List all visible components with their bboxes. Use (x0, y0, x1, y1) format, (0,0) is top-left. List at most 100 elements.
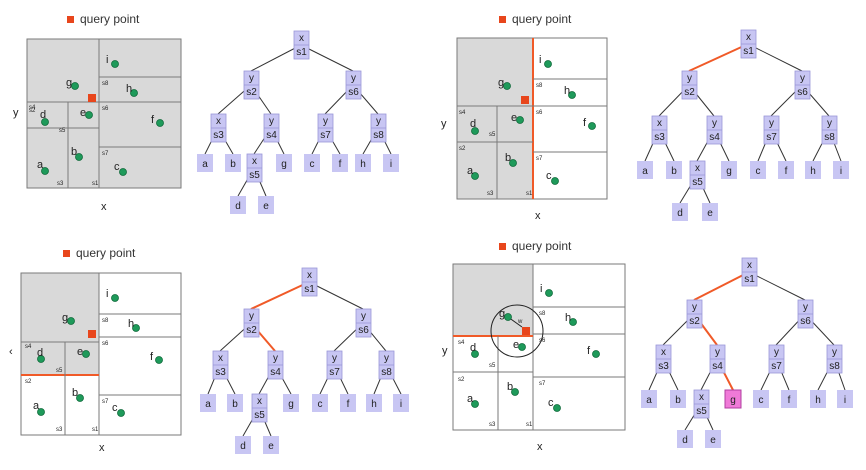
point-e: e (80, 107, 93, 119)
tree-leaf-a: a (197, 154, 213, 172)
svg-text:s8: s8 (829, 361, 840, 372)
svg-text:d: d (470, 118, 476, 130)
tree-node-s3: xs3 (651, 115, 668, 145)
svg-text:c: c (548, 397, 554, 409)
legend: query point (67, 12, 140, 26)
svg-text:x: x (218, 353, 223, 364)
tree-leaf-g: g (721, 161, 737, 179)
tree-leaf-d: d (235, 436, 251, 454)
tree-node-s7: ys7 (768, 344, 785, 374)
tree-leaf-f: f (340, 394, 356, 412)
tree-node-s2: ys2 (681, 70, 698, 100)
point-b: b (505, 152, 517, 167)
svg-text:a: a (202, 159, 208, 170)
svg-text:b: b (505, 152, 511, 164)
svg-text:h: h (565, 312, 571, 324)
tree-node-s6: y s6 (794, 70, 811, 100)
svg-text:g: g (726, 166, 732, 177)
point-i: i (106, 288, 119, 302)
plane: s1 s2 s3 s4 s5 s6 s7 s8 a b c d e f g h … (20, 272, 182, 436)
y-axis-label: y (13, 107, 19, 119)
svg-text:s1: s1 (296, 47, 307, 58)
panel-svg: query point s1 s2 s3 s4 s5 s6 s7 s8 a b (9, 246, 409, 454)
svg-text:y: y (273, 353, 278, 364)
y-axis-label: ‹ (9, 346, 13, 358)
svg-text:a: a (467, 393, 474, 405)
plane-border (452, 263, 626, 431)
svg-text:y: y (323, 116, 328, 127)
tree-leaf-i: i (383, 154, 399, 172)
tree-leaf-f: f (332, 154, 348, 172)
point-b: b (71, 146, 83, 161)
split-label-s4: s4 (29, 105, 36, 111)
svg-text:s5: s5 (254, 410, 265, 421)
point-i: i (539, 54, 552, 68)
tree-node-s2: ys2 (243, 70, 260, 100)
svg-text:c: c (756, 166, 761, 177)
point-c: c (112, 402, 125, 417)
svg-text:i: i (106, 54, 108, 66)
point-f: f (150, 351, 163, 364)
svg-text:f: f (347, 399, 350, 410)
point-h: h (128, 318, 140, 332)
split-label-s1: s1 (526, 191, 533, 197)
svg-text:d: d (240, 441, 246, 452)
tree-leaf-g: g (276, 154, 292, 172)
tree-leaf-b: b (666, 161, 682, 179)
svg-text:x: x (747, 260, 752, 271)
tree-edge (250, 44, 302, 72)
svg-text:y: y (803, 302, 808, 313)
legend-label: query point (76, 246, 136, 260)
svg-text:g: g (66, 77, 72, 89)
tree-edge (250, 281, 310, 310)
svg-text:b: b (675, 395, 681, 406)
tree-leaf-e: e (263, 436, 279, 454)
svg-text:h: h (810, 166, 816, 177)
svg-text:s4: s4 (270, 367, 281, 378)
point-h: h (126, 83, 138, 97)
svg-text:s6: s6 (797, 87, 808, 98)
svg-text:y: y (800, 73, 805, 84)
svg-text:h: h (126, 83, 132, 95)
split-label-s8: s8 (102, 81, 109, 87)
svg-text:a: a (33, 400, 40, 412)
svg-text:x: x (299, 33, 304, 44)
active-region (21, 273, 99, 375)
svg-text:h: h (360, 159, 366, 170)
split-label-s6: s6 (102, 341, 109, 347)
svg-text:s2: s2 (246, 87, 257, 98)
svg-text:e: e (268, 441, 274, 452)
svg-text:s1: s1 (744, 274, 755, 285)
svg-text:s2: s2 (246, 325, 257, 336)
svg-text:y: y (687, 73, 692, 84)
panel-step-1: query point s1 s2 s3 s4 s5 s6 s7 s8 a b … (0, 0, 433, 235)
plane-area (26, 38, 182, 189)
tree-leaf-h: h (810, 390, 826, 408)
svg-text:g: g (288, 399, 294, 410)
svg-text:c: c (546, 170, 552, 182)
point-c: c (114, 161, 127, 176)
svg-text:s6: s6 (800, 316, 811, 327)
tree-leaf-c: c (750, 161, 766, 179)
point-h: h (564, 85, 576, 99)
svg-text:b: b (71, 146, 77, 158)
legend-marker (499, 243, 506, 250)
tree-node-s4: ys4 (709, 344, 726, 374)
svg-text:a: a (37, 159, 44, 171)
svg-text:f: f (583, 117, 587, 129)
tree-leaf-i: i (837, 390, 853, 408)
svg-text:s7: s7 (771, 361, 782, 372)
svg-text:a: a (646, 395, 652, 406)
split-label-s5: s5 (489, 363, 496, 369)
svg-text:h: h (815, 395, 821, 406)
tree-leaf-d: d (672, 203, 688, 221)
svg-text:a: a (642, 166, 648, 177)
query-point (88, 94, 96, 102)
point-g: g (499, 308, 512, 321)
legend-marker (499, 16, 506, 23)
split-label-s2: s2 (459, 146, 466, 152)
svg-text:i: i (390, 159, 392, 170)
split-label-s3: s3 (487, 191, 494, 197)
split-label-s7: s7 (539, 381, 546, 387)
svg-text:e: e (511, 112, 517, 124)
